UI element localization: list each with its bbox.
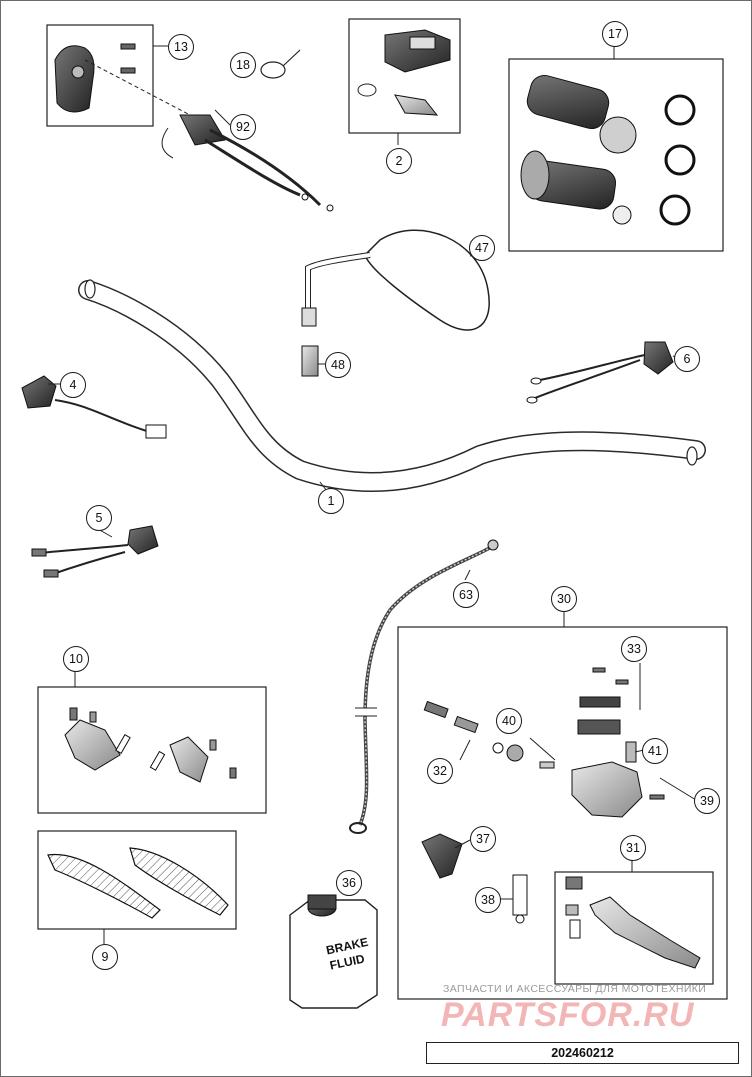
callout-10: 10 [63, 646, 89, 672]
callout-13: 13 [168, 34, 194, 60]
switch-part [348, 18, 461, 145]
lever-hardware-part [37, 670, 267, 814]
callout-5: 5 [86, 505, 112, 531]
watermark-caption: ЗАПЧАСТИ И АКСЕССУАРЫ ДЛЯ МОТОТЕХНИКИ [443, 983, 707, 995]
grips-part [508, 45, 724, 252]
watermark-logo: PARTSFOR.RU [441, 996, 695, 1034]
leader-lines [48, 109, 697, 849]
callout-31: 31 [620, 835, 646, 861]
callout-38: 38 [475, 887, 501, 913]
callout-39: 39 [694, 788, 720, 814]
brake-master-cylinder-part [397, 610, 728, 1000]
drawing-code: 202460212 [551, 1046, 614, 1060]
callout-36: 36 [336, 870, 362, 896]
brake-line-part [349, 539, 499, 834]
cable-tie-part [260, 49, 301, 79]
right-switch-part [526, 341, 674, 404]
pin-part [499, 874, 528, 924]
brake-fluid-bottle-part: BRAKE FLUID [289, 894, 378, 1009]
callout-40: 40 [496, 708, 522, 734]
callout-4: 4 [60, 372, 86, 398]
throttle-housing-part [46, 24, 191, 127]
handlebar-part [78, 279, 706, 496]
callout-92: 92 [230, 114, 256, 140]
callout-47: 47 [469, 235, 495, 261]
callout-9: 9 [92, 944, 118, 970]
drawing-code-box: 202460212 [426, 1042, 739, 1064]
callout-1: 1 [318, 488, 344, 514]
mirror-adapter-part [301, 345, 325, 377]
callout-2: 2 [386, 148, 412, 174]
callout-37: 37 [470, 826, 496, 852]
callout-18: 18 [230, 52, 256, 78]
callout-41: 41 [642, 738, 668, 764]
left-switch-part [21, 375, 167, 439]
handguards-part [37, 830, 237, 944]
callout-17: 17 [602, 21, 628, 47]
mirror-part [301, 229, 491, 331]
callout-48: 48 [325, 352, 351, 378]
callout-6: 6 [674, 346, 700, 372]
callout-30: 30 [551, 586, 577, 612]
callout-32: 32 [427, 758, 453, 784]
kill-switch-part [31, 525, 159, 578]
brake-lever-part [554, 858, 714, 985]
throttle-cables-part [161, 114, 334, 212]
callout-63: 63 [453, 582, 479, 608]
callout-33: 33 [621, 636, 647, 662]
cylinder-cover-part [421, 833, 463, 879]
